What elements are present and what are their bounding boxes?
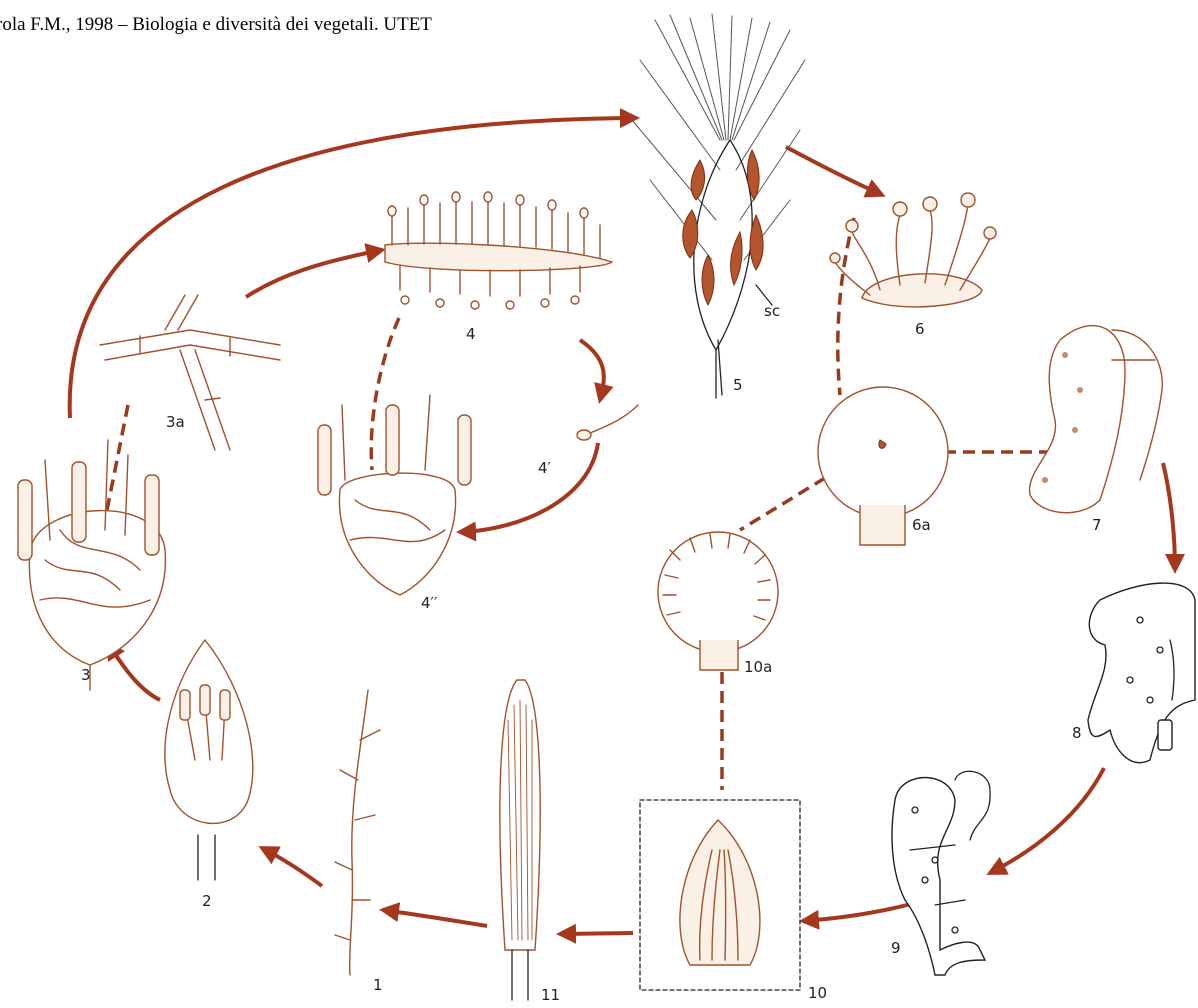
stage-9-hyphae	[892, 771, 990, 975]
stage-8-ascospores	[1088, 583, 1195, 763]
stage-labels: 1 2 3 3a 4 4′ 4′′ 5 sc 6 6a 7 8 9 10 10a…	[81, 302, 1102, 1004]
arrow-9-to-10	[803, 904, 911, 921]
arrow-1-to-2	[262, 848, 322, 886]
arrow-3a-to-4	[246, 250, 382, 297]
label-4: 4	[466, 325, 476, 343]
stage-3a-hypha	[100, 295, 280, 450]
label-8: 8	[1072, 724, 1082, 742]
label-10a: 10a	[744, 658, 772, 676]
stage-6-stromata	[830, 193, 996, 307]
arrow-7-to-8	[1163, 463, 1175, 570]
stage-10-perithecium	[640, 800, 800, 990]
label-1: 1	[373, 976, 383, 994]
stage-4pp-flower	[318, 395, 471, 595]
dash-3-3a	[105, 405, 128, 520]
label-5: 5	[733, 376, 743, 394]
stage-4-conidial-layer	[385, 192, 612, 309]
label-4pp: 4′′	[421, 594, 438, 612]
arrow-4-to-4p	[580, 340, 604, 400]
label-sc: sc	[764, 302, 780, 320]
stage-5-rye-ear	[632, 14, 805, 398]
label-10: 10	[808, 984, 827, 1002]
arrow-10-to-11	[560, 933, 633, 934]
stage-4p-conidium	[577, 405, 638, 440]
label-6a: 6a	[912, 516, 931, 534]
arrow-4p-to-4pp	[460, 443, 598, 532]
label-7: 7	[1092, 516, 1102, 534]
label-3a: 3a	[166, 413, 185, 431]
dash-6a-10a	[740, 478, 825, 530]
label-4p: 4′	[538, 459, 552, 477]
arrow-5-to-6	[786, 147, 882, 195]
label-11: 11	[541, 986, 560, 1004]
stage-10a-section	[658, 532, 778, 670]
label-3: 3	[81, 666, 91, 684]
stage-1-germ	[335, 690, 380, 975]
stage-11-spore	[500, 680, 540, 1000]
arrow-11-to-1	[383, 910, 487, 926]
label-2: 2	[202, 892, 212, 910]
stage-2-flower	[165, 640, 253, 880]
stage-7-ascus	[1030, 326, 1163, 513]
dash-6-6a	[838, 218, 854, 395]
arrow-8-to-9	[990, 768, 1104, 873]
stage-3-flower-mycelium	[18, 440, 165, 690]
label-6: 6	[915, 320, 925, 338]
label-9: 9	[891, 939, 901, 957]
